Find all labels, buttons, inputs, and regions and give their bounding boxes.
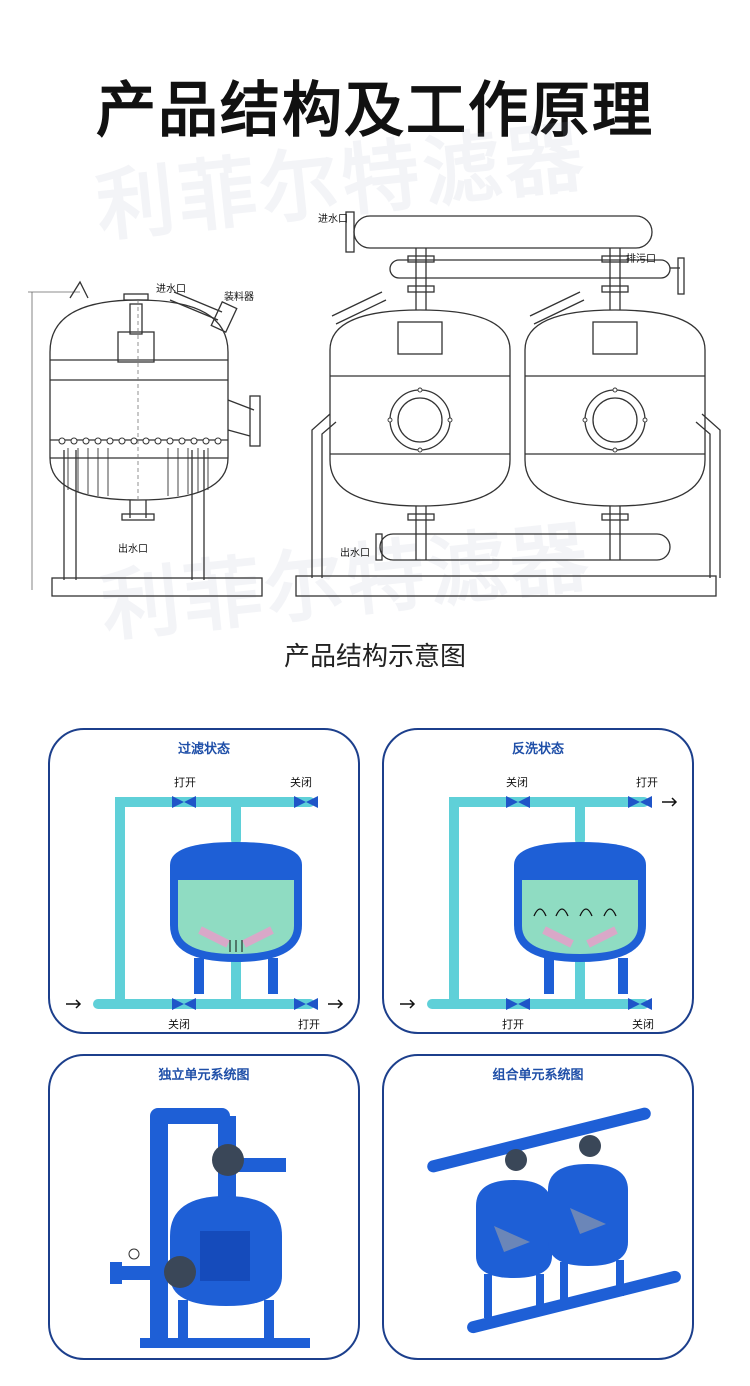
- single-unit-illustration: [110, 1108, 310, 1348]
- panel-backwash-state: 关闭 打开 打开 关闭 反洗状态: [382, 728, 694, 1034]
- backwash-valve-bottom-right-label: 关闭: [632, 1017, 654, 1031]
- panel-title: 过滤状态: [177, 742, 230, 757]
- panel-title: 独立单元系统图: [158, 1068, 250, 1083]
- combined-unit-illustration: [427, 1107, 681, 1334]
- structure-drawing: 进水口 装料器 出水口 进水口 排污口 出水口: [28, 211, 721, 597]
- label-inlet-left: 进水口: [156, 283, 186, 295]
- filter-valve-bottom-left-label: 关闭: [168, 1017, 190, 1031]
- backwash-state-diagram: 关闭 打开 打开 关闭: [400, 775, 678, 1031]
- backwash-valve-top-left-label: 关闭: [506, 775, 528, 789]
- backwash-valve-top-right-label: 打开: [636, 775, 658, 789]
- label-inlet-right: 进水口: [318, 213, 348, 225]
- backwash-valve-bottom-left-label: 打开: [502, 1017, 524, 1031]
- panel-single-unit: 独立单元系统图: [48, 1054, 360, 1360]
- panel-combined-unit: 组合单元系统图: [382, 1054, 694, 1360]
- panel-title: 反洗状态: [511, 742, 564, 757]
- label-outlet-right: 出水口: [340, 546, 370, 559]
- label-loader: 装料器: [224, 290, 254, 303]
- label-outlet-left: 出水口: [118, 542, 148, 555]
- filter-valve-top-right-label: 关闭: [290, 775, 312, 789]
- label-drain: 排污口: [626, 252, 656, 265]
- structure-caption: 产品结构示意图: [283, 642, 466, 672]
- page-title: 产品结构及工作原理: [96, 76, 654, 146]
- filter-state-diagram: 打开 关闭 关闭 打开: [66, 775, 344, 1031]
- panel-title: 组合单元系统图: [492, 1068, 584, 1083]
- panel-filter-state: 打开 关闭 关闭 打开 过滤状态: [48, 728, 360, 1034]
- filter-valve-top-left-label: 打开: [174, 775, 196, 789]
- filter-valve-bottom-right-label: 打开: [298, 1017, 320, 1031]
